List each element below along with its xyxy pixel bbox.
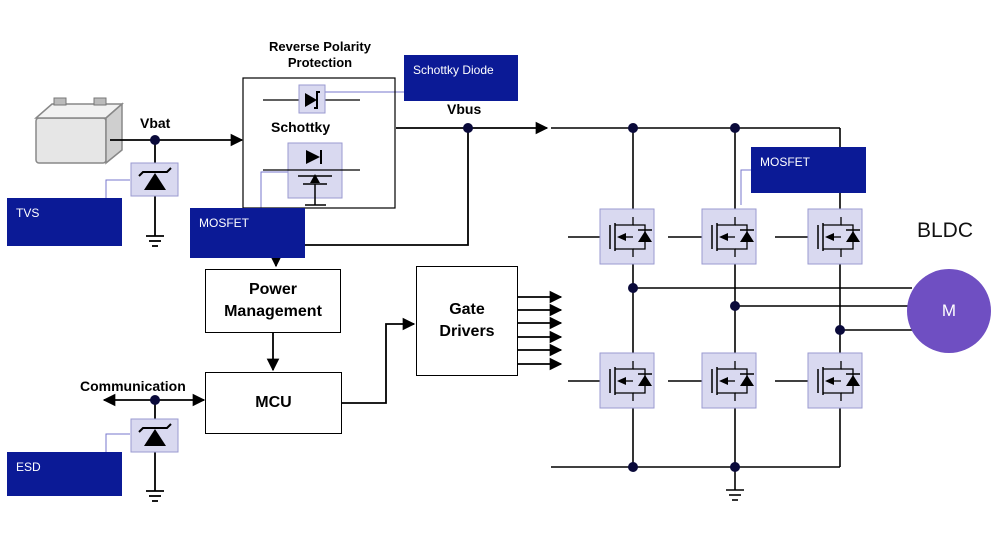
gate-drivers-block: Gate Drivers — [416, 266, 518, 376]
power-management-block: Power Management — [205, 269, 341, 333]
bldc-label: BLDC — [917, 219, 974, 242]
bridge-mosfet-icon — [701, 352, 757, 409]
bridge-mosfet-icon — [807, 352, 863, 409]
tvs-tag: TVS — [7, 198, 122, 246]
rp-mosfet-icon — [263, 142, 360, 206]
battery-icon — [34, 97, 124, 165]
schottky-diode-icon — [298, 84, 326, 114]
junction-dots — [150, 123, 845, 472]
reverse-polarity-line2: Protection — [287, 55, 353, 70]
bridge-mosfet-icon — [599, 208, 655, 265]
power-management-line2: Management — [224, 303, 322, 320]
reverse-polarity-line1: Reverse Polarity — [269, 39, 371, 54]
mosfet-rp-tag: MOSFET — [190, 208, 305, 258]
gate-drivers-line2: Drivers — [439, 323, 495, 340]
reverse-polarity-box — [242, 77, 396, 209]
communication-label: Communication — [80, 378, 186, 394]
tvs-diode-icon — [130, 162, 179, 197]
schottky-diode-tag: Schottky Diode — [404, 55, 518, 101]
vbus-label: Vbus — [447, 101, 482, 117]
motor-circle: M — [907, 269, 991, 353]
mcu-label: MCU — [255, 394, 292, 411]
vbat-label: Vbat — [140, 115, 171, 131]
motor-label: M — [941, 301, 957, 320]
bridge-mosfet-icon — [807, 208, 863, 265]
reverse-polarity-label: Reverse Polarity Protection — [250, 39, 390, 71]
bridge-mosfet-icon — [701, 208, 757, 265]
gate-drivers-line1: Gate — [449, 301, 485, 318]
bridge-mosfet-icon — [599, 352, 655, 409]
esd-tag: ESD — [7, 452, 122, 496]
tag-leaders — [105, 91, 751, 452]
schottky-label: Schottky — [271, 119, 331, 135]
mosfet-top-tag: MOSFET — [751, 147, 866, 193]
power-management-line1: Power — [248, 281, 297, 298]
mcu-block: MCU — [205, 372, 342, 434]
esd-diode-icon — [130, 418, 179, 453]
